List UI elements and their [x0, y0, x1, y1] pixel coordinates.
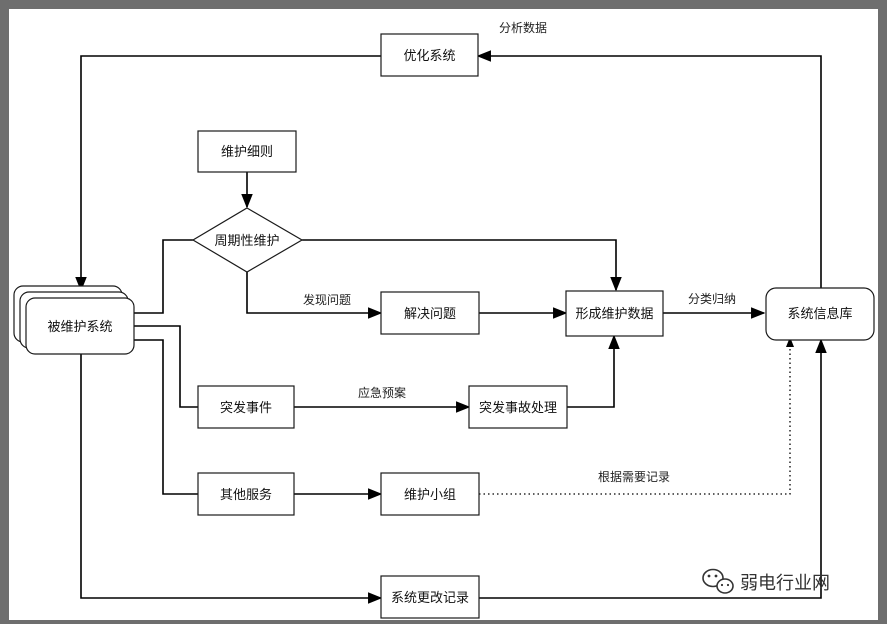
edge-maintained-to-periodic: [133, 239, 193, 314]
edge-team-to-db-arrowhead: [786, 337, 794, 347]
edge-periodic-to-formdata: [302, 239, 622, 292]
watermark-text: 弱电行业网: [740, 573, 830, 594]
edge-maintained-to-change: [80, 353, 383, 604]
node-other-services-label: 其他服务: [220, 487, 272, 503]
label-find-problem: 发现问题: [303, 292, 351, 307]
edge-optimize-to-maintained: [75, 55, 381, 292]
node-system-info-db: 系统信息库: [765, 287, 875, 341]
node-other-services: 其他服务: [197, 472, 295, 516]
node-maintenance-team: 维护小组: [380, 472, 480, 516]
label-contingency-plan: 应急预案: [358, 385, 406, 400]
label-analyze-data: 分析数据: [499, 20, 547, 35]
node-periodic-maintenance-label: 周期性维护: [214, 234, 279, 249]
edge-labels: 分析数据 发现问题 分类归纳 应急预案 根据需要记录: [303, 20, 736, 484]
node-emergency-event-label: 突发事件: [220, 400, 272, 416]
node-periodic-maintenance: 周期性维护: [191, 207, 304, 273]
node-emergency-handling: 突发事故处理: [468, 385, 568, 429]
edge-handling-to-formdata: [567, 334, 620, 408]
node-system-change-record: 系统更改记录: [380, 575, 480, 619]
node-form-maintenance-data-label: 形成维护数据: [575, 307, 653, 322]
node-maintenance-team-label: 维护小组: [404, 488, 456, 503]
label-classify: 分类归纳: [688, 292, 736, 306]
node-form-maintenance-data: 形成维护数据: [565, 290, 664, 337]
node-emergency-handling-label: 突发事故处理: [479, 400, 557, 416]
node-maintenance-rules: 维护细则: [197, 130, 297, 173]
node-maintained-system: 被维护系统: [13, 285, 135, 355]
node-system-change-record-label: 系统更改记录: [391, 591, 469, 606]
node-optimize-system-label: 优化系统: [403, 49, 455, 64]
label-record-as-needed: 根据需要记录: [598, 470, 670, 484]
edge-maintained-to-other: [133, 339, 198, 495]
wechat-icon: [702, 568, 734, 594]
node-solve-problem: 解决问题: [380, 291, 480, 335]
edge-change-to-db: [479, 338, 827, 599]
edge-team-to-db: [479, 343, 791, 495]
edge-maintained-to-emergency: [133, 325, 198, 408]
node-optimize-system: 优化系统: [380, 33, 479, 77]
node-solve-problem-label: 解决问题: [404, 307, 456, 322]
node-maintained-system-label: 被维护系统: [47, 320, 112, 335]
node-system-info-db-label: 系统信息库: [787, 306, 852, 322]
watermark: 弱电行业网: [702, 568, 830, 594]
edges: [75, 50, 827, 604]
edge-periodic-to-solve: [246, 272, 383, 319]
node-maintenance-rules-label: 维护细则: [221, 145, 273, 160]
edge-db-to-optimize: [476, 50, 822, 288]
node-emergency-event: 突发事件: [197, 385, 295, 429]
